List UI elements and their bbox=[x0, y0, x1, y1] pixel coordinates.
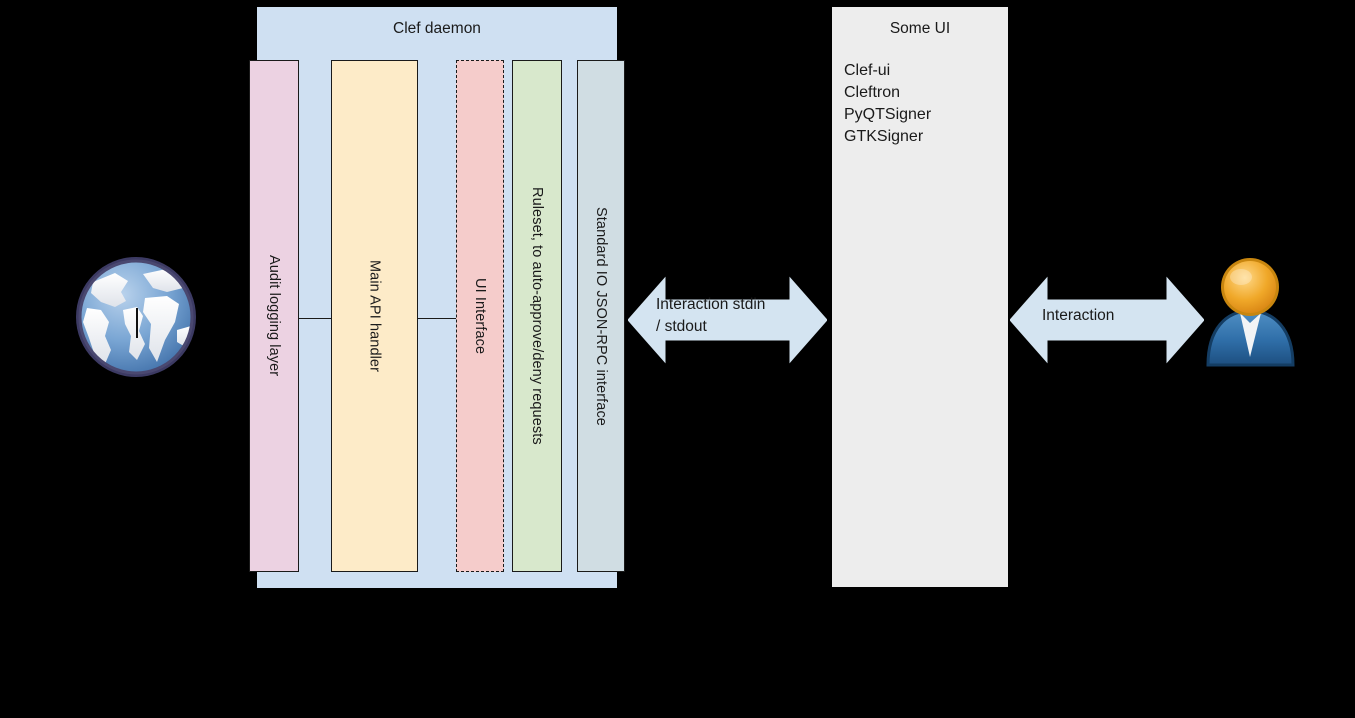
arrow-interaction-user: Interaction bbox=[1010, 276, 1204, 364]
list-item[interactable]: Clef-ui bbox=[844, 62, 891, 79]
clef-daemon-container bbox=[257, 7, 617, 588]
component-main-api-handler[interactable]: Main API handler bbox=[331, 60, 418, 572]
arrow-interaction-stdio: Interaction stdin / stdout bbox=[628, 276, 827, 364]
some-ui-panel: Some UI Clef-ui Cleftron PyQTSigner GTKS… bbox=[832, 7, 1008, 587]
connector-api-to-ui bbox=[418, 318, 456, 319]
connector-audit-to-api bbox=[299, 318, 331, 319]
list-item[interactable]: PyQTSigner bbox=[844, 106, 932, 123]
component-label: Audit logging layer bbox=[266, 255, 282, 377]
clef-daemon-title: Clef daemon bbox=[393, 20, 481, 37]
list-item[interactable]: Cleftron bbox=[844, 84, 901, 101]
some-ui-title: Some UI bbox=[889, 20, 951, 37]
component-label: UI Interface bbox=[472, 277, 488, 355]
list-item[interactable]: GTKSigner bbox=[844, 128, 924, 145]
component-label: Main API handler bbox=[366, 259, 383, 373]
globe-icon bbox=[71, 252, 202, 383]
component-ui-interface[interactable]: UI Interface bbox=[456, 60, 504, 572]
some-ui-list: Clef-ui Cleftron PyQTSigner GTKSigner bbox=[844, 60, 931, 148]
user-icon bbox=[1200, 253, 1301, 367]
component-ruleset[interactable]: Ruleset, to auto-approve/deny requests bbox=[512, 60, 562, 572]
component-label: Standard IO JSON-RPC interface bbox=[593, 206, 609, 426]
component-standard-io-jsonrpc[interactable]: Standard IO JSON-RPC interface bbox=[577, 60, 625, 572]
component-audit-logging-layer[interactable]: Audit logging layer bbox=[249, 60, 299, 572]
component-label: Ruleset, to auto-approve/deny requests bbox=[529, 187, 545, 445]
